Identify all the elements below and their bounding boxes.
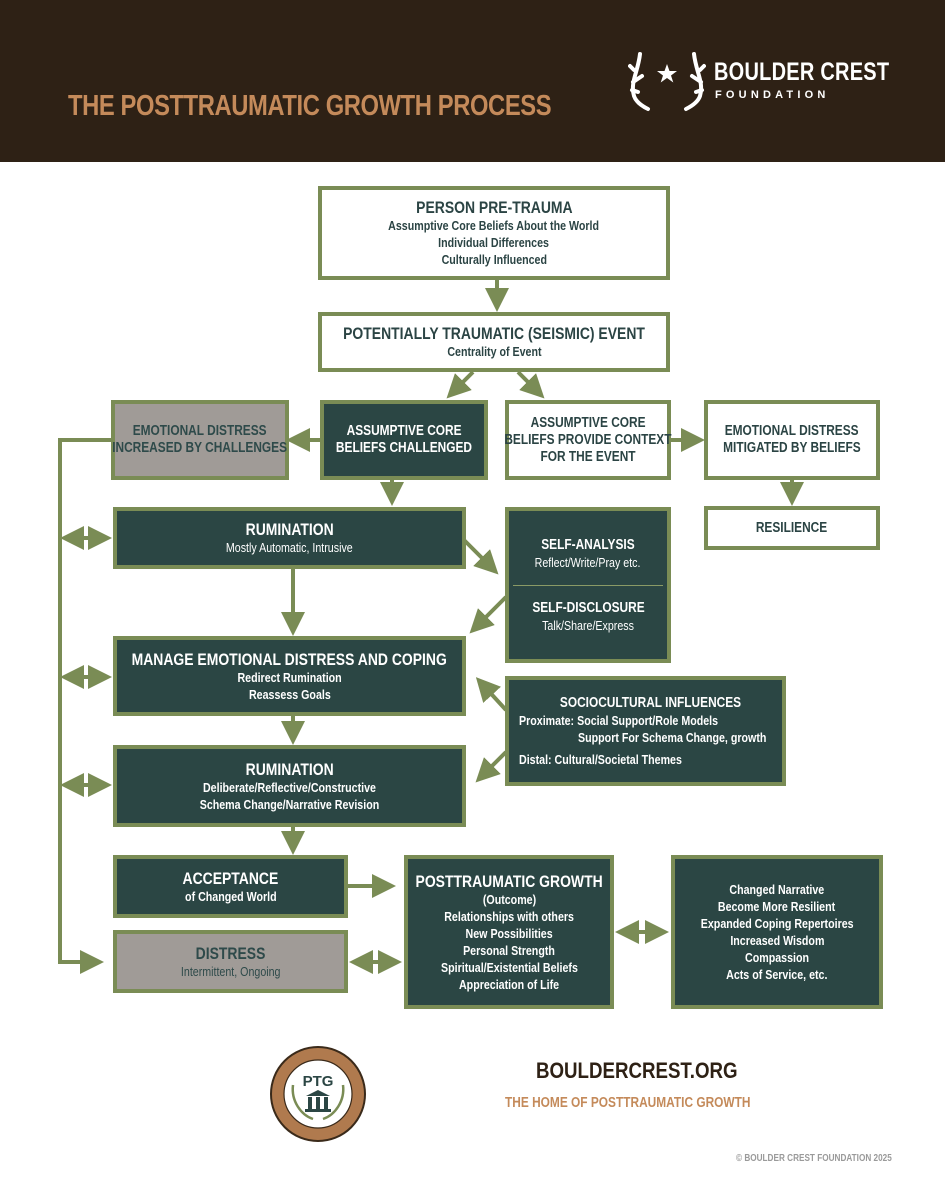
- logo-subtitle: FOUNDATION: [715, 89, 830, 101]
- node-line: Relationships with others: [444, 908, 574, 924]
- node-emotional-distress-increased: EMOTIONAL DISTRESS INCREASED BY CHALLENG…: [111, 400, 289, 480]
- node-line: Schema Change/Narrative Revision: [199, 796, 380, 812]
- node-emotional-distress-mitigated: EMOTIONAL DISTRESS MITIGATED BY BELIEFS: [704, 400, 880, 480]
- self-disclosure-title: SELF-DISCLOSURE: [531, 599, 645, 616]
- node-self-analysis-disclosure: SELF-ANALYSIS Reflect/Write/Pray etc. SE…: [505, 507, 671, 663]
- boulder-crest-logo: BOULDER CREST FOUNDATION: [628, 52, 890, 112]
- node-line: Redirect Rumination: [237, 669, 342, 685]
- node-line: Expanded Coping Repertoires: [700, 916, 854, 931]
- logo-name: BOULDER CREST: [714, 58, 890, 86]
- arrow-event-to-challenged: [446, 370, 475, 399]
- ptg-institute-seal: PTG: [263, 1045, 373, 1143]
- node-line: INCREASED BY CHALLENGES: [112, 440, 288, 456]
- node-line: EMOTIONAL DISTRESS: [725, 423, 859, 439]
- arrow-selfdisclosure-to-manage: [469, 595, 508, 634]
- node-line: Mostly Automatic, Intrusive: [226, 540, 353, 555]
- node-person-pre-trauma: PERSON PRE-TRAUMA Assumptive Core Belief…: [318, 186, 670, 280]
- node-line: Compassion: [745, 950, 809, 965]
- node-line: BELIEFS CHALLENGED: [335, 440, 473, 456]
- divider: [513, 584, 663, 586]
- proximate-line: Support For Schema Change, growth: [578, 729, 767, 745]
- proximate-line: Social Support/Role Models: [577, 712, 719, 728]
- node-title: POTENTIALLY TRAUMATIC (SEISMIC) EVENT: [343, 324, 645, 343]
- node-acceptance: ACCEPTANCE of Changed World: [113, 855, 348, 918]
- node-line: Appreciation of Life: [458, 976, 560, 992]
- distress-feedback-line: [58, 438, 113, 974]
- node-line: Reassess Goals: [248, 686, 331, 702]
- node-title: ACCEPTANCE: [182, 868, 279, 888]
- pillar-building-icon: [305, 1090, 331, 1112]
- page-title: THE POSTTRAUMATIC GROWTH PROCESS: [68, 90, 552, 122]
- node-manage-emotional-distress: MANAGE EMOTIONAL DISTRESS AND COPING Red…: [113, 636, 466, 716]
- arrow-rumination-to-selfanalysis: [462, 538, 499, 575]
- node-traumatic-event: POTENTIALLY TRAUMATIC (SEISMIC) EVENT Ce…: [318, 312, 670, 372]
- node-line: MITIGATED BY BELIEFS: [723, 440, 861, 456]
- laurel-icon: [291, 1084, 345, 1121]
- node-line: (Outcome): [482, 891, 536, 907]
- arrow-event-to-context: [516, 370, 545, 399]
- node-title: RUMINATION: [245, 759, 334, 779]
- node-line: Deliberate/Reflective/Constructive: [203, 779, 376, 795]
- node-line: Acts of Service, etc.: [726, 967, 828, 982]
- self-analysis-title: SELF-ANALYSIS: [541, 536, 635, 553]
- proximate-label: Proximate:: [519, 712, 575, 728]
- antlers-star-icon: [628, 52, 706, 111]
- node-line: ASSUMPTIVE CORE: [530, 414, 646, 431]
- node-line: of Changed World: [184, 888, 277, 904]
- node-rumination-automatic: RUMINATION Mostly Automatic, Intrusive: [113, 507, 466, 569]
- node-line: EMOTIONAL DISTRESS: [133, 423, 267, 439]
- node-title: RESILIENCE: [756, 519, 828, 536]
- tagline: THE HOME OF POSTTRAUMATIC GROWTH: [505, 1095, 751, 1111]
- node-line: Changed Narrative: [729, 882, 825, 897]
- node-line: Centrality of Event: [446, 344, 542, 359]
- node-title: PERSON PRE-TRAUMA: [415, 198, 573, 217]
- seal-icon: PTG: [270, 1046, 366, 1142]
- website-link[interactable]: BOULDERCREST.ORG: [536, 1058, 738, 1083]
- arrow-socio-to-rumination2: [475, 750, 508, 783]
- node-title: POSTTRAUMATIC GROWTH: [415, 871, 603, 891]
- node-line: Assumptive Core Beliefs About the World: [388, 218, 600, 233]
- seal-initials: PTG: [303, 1073, 334, 1090]
- header-banner: THE POSTTRAUMATIC GROWTH PROCESS BOULDER…: [0, 0, 945, 162]
- node-line: BELIEFS PROVIDE CONTEXT: [504, 431, 672, 448]
- self-disclosure-sub: Talk/Share/Express: [542, 617, 634, 633]
- node-line: New Possibilities: [465, 925, 553, 941]
- distal-row: Distal: Cultural/Societal Themes: [519, 751, 682, 768]
- self-analysis-sub: Reflect/Write/Pray etc.: [535, 554, 641, 570]
- node-title: SOCIOCULTURAL INFLUENCES: [559, 694, 742, 711]
- node-line: Intermittent, Ongoing: [180, 963, 281, 979]
- node-posttraumatic-growth: POSTTRAUMATIC GROWTH (Outcome) Relations…: [404, 855, 614, 1009]
- node-line: Individual Differences: [438, 235, 550, 250]
- node-line: Spiritual/Existential Beliefs: [440, 959, 578, 975]
- node-title: MANAGE EMOTIONAL DISTRESS AND COPING: [131, 649, 448, 669]
- node-line: Become More Resilient: [718, 899, 836, 914]
- copyright: © BOULDER CREST FOUNDATION 2025: [736, 1153, 892, 1164]
- node-line: Culturally Influenced: [441, 252, 547, 267]
- distal-text: Cultural/Societal Themes: [554, 751, 682, 767]
- node-line: FOR THE EVENT: [540, 448, 636, 465]
- node-growth-outcomes: Changed Narrative Become More Resilient …: [671, 855, 883, 1009]
- node-distress: DISTRESS Intermittent, Ongoing: [113, 930, 348, 993]
- proximate-row: Proximate: Social Support/Role Models: [519, 712, 718, 729]
- node-beliefs-challenged: ASSUMPTIVE CORE BELIEFS CHALLENGED: [320, 400, 488, 480]
- node-resilience: RESILIENCE: [704, 506, 880, 550]
- node-title: DISTRESS: [195, 943, 266, 963]
- distal-label: Distal:: [519, 751, 552, 767]
- node-sociocultural-influences: SOCIOCULTURAL INFLUENCES Proximate: Soci…: [505, 676, 786, 786]
- node-beliefs-provide-context: ASSUMPTIVE CORE BELIEFS PROVIDE CONTEXT …: [504, 400, 672, 480]
- node-title: RUMINATION: [245, 520, 334, 539]
- node-line: Increased Wisdom: [729, 933, 825, 948]
- node-line: ASSUMPTIVE CORE: [346, 423, 462, 439]
- arrow-socio-to-manage: [475, 677, 508, 712]
- node-rumination-deliberate: RUMINATION Deliberate/Reflective/Constru…: [113, 745, 466, 827]
- node-line: Personal Strength: [463, 942, 555, 958]
